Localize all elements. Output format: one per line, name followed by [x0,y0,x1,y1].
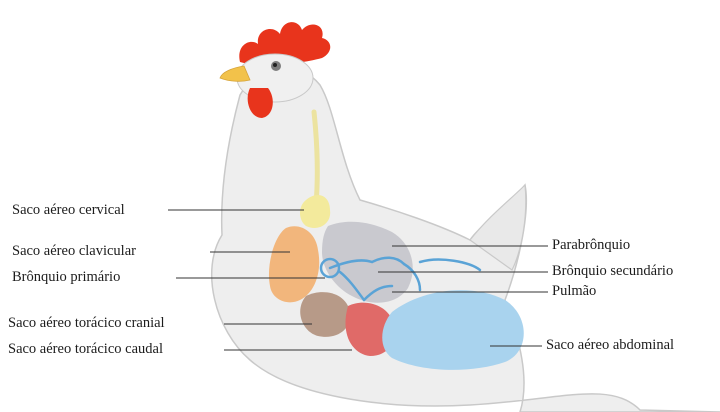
label-parabronchus: Parabrônquio [552,237,630,253]
label-clavicular-air-sac: Saco aéreo clavicular [12,243,136,259]
label-caudal-thoracic-air-sac: Saco aéreo torácico caudal [8,341,163,357]
label-cervical-air-sac: Saco aéreo cervical [12,202,125,218]
label-secondary-bronchus: Brônquio secundário [552,263,673,279]
label-cranial-thoracic-air-sac: Saco aéreo torácico cranial [8,315,165,331]
label-abdominal-air-sac: Saco aéreo abdominal [546,337,674,353]
label-lung: Pulmão [552,283,596,299]
label-primary-bronchus: Brônquio primário [12,269,120,285]
